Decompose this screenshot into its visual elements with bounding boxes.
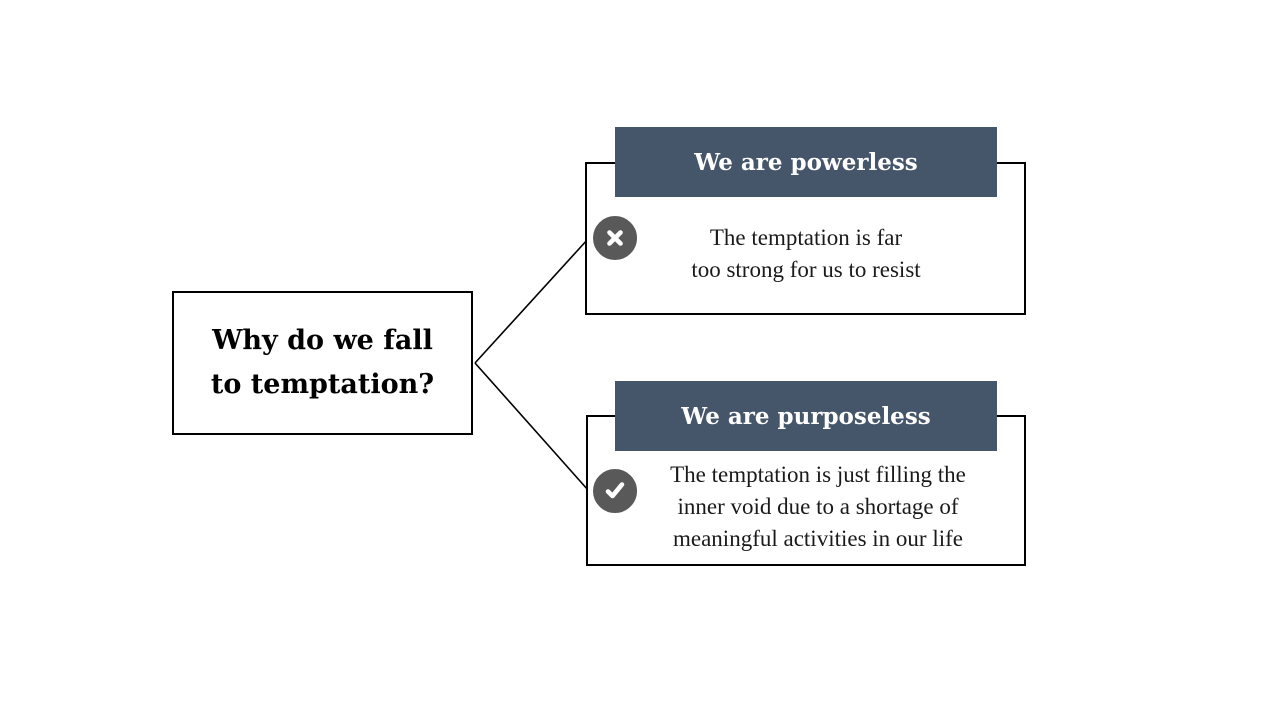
check-icon <box>601 477 629 505</box>
branch-purposeless-body-line-1: The temptation is just filling the <box>670 462 966 487</box>
connector-root-to-powerless <box>474 238 589 364</box>
cross-badge <box>590 213 640 263</box>
check-badge <box>590 466 640 516</box>
root-question-line-1: Why do we fall <box>212 325 433 356</box>
branch-powerless-body-line-1: The temptation is far <box>709 225 903 250</box>
branch-purposeless-body-line-2: inner void due to a shortage of <box>677 494 959 519</box>
branch-purposeless-header: We are purposeless <box>615 381 997 451</box>
cross-icon <box>602 225 628 251</box>
branch-powerless-header: We are powerless <box>615 127 997 197</box>
branch-purposeless-body-line-3: meaningful activities in our life <box>673 526 963 551</box>
branch-powerless-title: We are powerless <box>694 148 918 176</box>
branch-purposeless-title: We are purposeless <box>681 402 931 430</box>
branch-powerless-body-line-2: too strong for us to resist <box>691 257 921 282</box>
root-question-line-2: to temptation? <box>210 369 435 400</box>
branch-purposeless-body: The temptation is just filling the inner… <box>612 455 1024 559</box>
root-question-box: Why do we fall to temptation? <box>172 291 473 435</box>
branch-powerless-body: The temptation is far too strong for us … <box>590 200 1022 308</box>
connector-root-to-purposeless <box>474 362 589 491</box>
